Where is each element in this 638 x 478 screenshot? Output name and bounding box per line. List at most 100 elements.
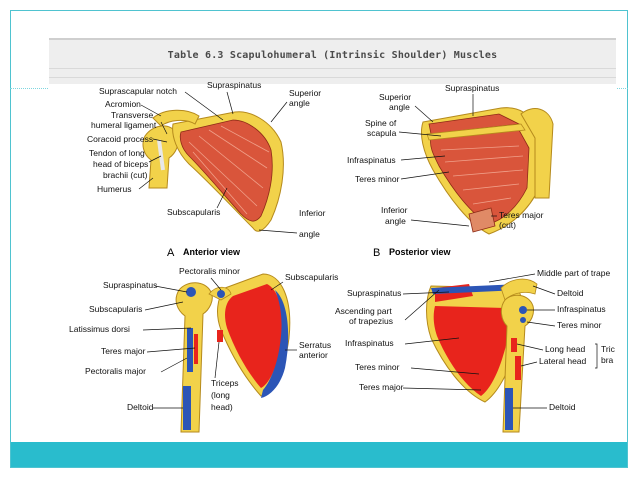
pectoralis-major-insertion bbox=[187, 328, 193, 372]
label-triceps-bra: bra bbox=[601, 355, 614, 365]
panel-a-caption: Anterior view bbox=[183, 247, 241, 257]
label-middle-trapezius: Middle part of trape bbox=[537, 268, 611, 278]
infraspinatus-insertion bbox=[519, 306, 527, 314]
teres-major-insertion bbox=[194, 334, 198, 364]
label-inferior-b: Inferior bbox=[381, 205, 408, 215]
label-teres-major-d: Teres major bbox=[359, 382, 404, 392]
muscle-striations bbox=[188, 125, 270, 215]
humerus-posterior-bone bbox=[520, 108, 554, 199]
panel-d-labels: Middle part of trape Supraspinatus Delto… bbox=[335, 268, 616, 412]
triceps-origin bbox=[217, 330, 223, 342]
label-coracoid-process: Coracoid process bbox=[87, 134, 153, 144]
subscapularis-origin-red bbox=[225, 284, 283, 388]
infraspinatus-origin-red bbox=[433, 306, 509, 396]
label-inferior: Inferior bbox=[299, 208, 326, 218]
label-lateral-head: Lateral head bbox=[539, 356, 587, 366]
panel-b-letter: B bbox=[373, 247, 380, 259]
label-latissimus-dorsi: Latissimus dorsi bbox=[69, 324, 130, 334]
teres-major-stump bbox=[468, 207, 496, 233]
label-supraspinatus-c: Supraspinatus bbox=[103, 280, 157, 290]
bottom-band bbox=[11, 442, 627, 467]
table-title: Table 6.3 Scapulohumeral (Intrinsic Shou… bbox=[167, 50, 498, 61]
label-deltoid-d-bottom: Deltoid bbox=[549, 402, 576, 412]
panel-c-attachments-anterior: Pectoralis minor Subscapularis Supraspin… bbox=[69, 266, 338, 433]
label-supraspinatus: Supraspinatus bbox=[207, 80, 261, 90]
deltoid-insertion-d bbox=[505, 388, 513, 430]
label-infraspinatus-d-left: Infraspinatus bbox=[345, 338, 394, 348]
label-supraspinatus-b: Supraspinatus bbox=[445, 83, 499, 93]
header-rule bbox=[49, 68, 616, 69]
label-superior-b: Superior bbox=[379, 92, 411, 102]
panel-a-labels: Suprascapular notch Supraspinatus Superi… bbox=[87, 80, 326, 239]
acromion-bone bbox=[152, 109, 200, 127]
panel-a-letter: A bbox=[167, 247, 175, 259]
label-deltoid-d-top: Deltoid bbox=[557, 288, 584, 298]
table-header: Table 6.3 Scapulohumeral (Intrinsic Shou… bbox=[49, 38, 616, 84]
label-anterior: anterior bbox=[299, 350, 328, 360]
label-tendon-long: Tendon of long bbox=[89, 148, 145, 158]
serratus-insertion-blue bbox=[261, 290, 289, 398]
label-humeral-ligament: humeral ligament bbox=[91, 120, 157, 130]
label-angle-b: angle bbox=[389, 102, 410, 112]
label-subscapularis-c: Subscapularis bbox=[89, 304, 142, 314]
label-head: head) bbox=[211, 402, 233, 412]
label-teres-major-c: Teres major bbox=[101, 346, 146, 356]
label-cut-b: (cut) bbox=[499, 220, 516, 230]
label-teres-major-b: Teres major bbox=[499, 210, 544, 220]
biceps-tendon bbox=[157, 139, 165, 171]
panel-b-caption: Posterior view bbox=[389, 247, 452, 257]
panel-c-labels: Pectoralis minor Subscapularis Supraspin… bbox=[69, 266, 338, 412]
panel-b-leader-lines bbox=[398, 94, 497, 227]
label-deltoid-c: Deltoid bbox=[127, 402, 154, 412]
label-triceps-tri: Tric bbox=[601, 344, 616, 354]
label-supraspinatus-d: Supraspinatus bbox=[347, 288, 401, 298]
label-angle: angle bbox=[289, 98, 310, 108]
panel-c-leader-lines bbox=[142, 277, 297, 409]
subscapularis-muscle bbox=[179, 119, 273, 222]
label-suprascapular-notch: Suprascapular notch bbox=[99, 86, 177, 96]
label-brachii-cut: brachii (cut) bbox=[103, 170, 148, 180]
supraspinatus-insertion bbox=[186, 287, 196, 297]
label-head-biceps: head of biceps bbox=[93, 159, 148, 169]
header-rule bbox=[49, 77, 616, 78]
panel-d-attachments-posterior: Middle part of trape Supraspinatus Delto… bbox=[335, 268, 616, 433]
label-transverse: Transverse bbox=[111, 110, 153, 120]
label-subscapularis: Subscapularis bbox=[167, 207, 220, 217]
label-long: (long bbox=[211, 390, 230, 400]
muscle-striations-b bbox=[440, 145, 524, 205]
label-angle-inferior-b: angle bbox=[385, 216, 406, 226]
figure-sheet: Table 6.3 Scapulohumeral (Intrinsic Shou… bbox=[49, 38, 616, 434]
label-acromion: Acromion bbox=[105, 99, 141, 109]
anatomy-figure: Suprascapular notch Supraspinatus Superi… bbox=[69, 80, 616, 433]
deltoid-insertion bbox=[183, 386, 191, 430]
panel-b-labels: Superior angle Supraspinatus Spine of sc… bbox=[347, 83, 544, 230]
label-teres-minor-d-right: Teres minor bbox=[557, 320, 602, 330]
label-pectoralis-minor: Pectoralis minor bbox=[179, 266, 240, 276]
label-ascending-part: Ascending part bbox=[335, 306, 392, 316]
label-teres-minor-d-left: Teres minor bbox=[355, 362, 400, 372]
label-of-trapezius: of trapezius bbox=[349, 316, 393, 326]
label-long-head: Long head bbox=[545, 344, 585, 354]
label-scapula: scapula bbox=[367, 128, 397, 138]
pectoralis-minor-insertion bbox=[217, 290, 225, 298]
label-infraspinatus-b: Infraspinatus bbox=[347, 155, 396, 165]
panel-b-posterior: Superior angle Supraspinatus Spine of sc… bbox=[347, 83, 554, 259]
panel-a-leader-lines bbox=[138, 91, 298, 234]
label-pectoralis-major: Pectoralis major bbox=[85, 366, 146, 376]
triceps-long-head-origin bbox=[511, 338, 517, 352]
label-angle-inferior: angle bbox=[299, 229, 320, 239]
label-infraspinatus-d-right: Infraspinatus bbox=[557, 304, 606, 314]
infraspinatus-muscle bbox=[430, 129, 530, 225]
label-superior: Superior bbox=[289, 88, 321, 98]
spine-of-scapula bbox=[426, 123, 526, 141]
label-triceps: Triceps bbox=[211, 378, 239, 388]
trapezius-insertion-blue bbox=[431, 284, 521, 294]
label-spine-of: Spine of bbox=[365, 118, 397, 128]
label-humerus: Humerus bbox=[97, 184, 131, 194]
triceps-lateral-head-origin bbox=[515, 356, 521, 380]
label-subscapularis-top: Subscapularis bbox=[285, 272, 338, 282]
panel-d-leader-lines bbox=[402, 273, 598, 409]
label-serratus: Serratus bbox=[299, 340, 331, 350]
panel-a-anterior: Suprascapular notch Supraspinatus Superi… bbox=[87, 80, 326, 259]
label-teres-minor-b: Teres minor bbox=[355, 174, 400, 184]
